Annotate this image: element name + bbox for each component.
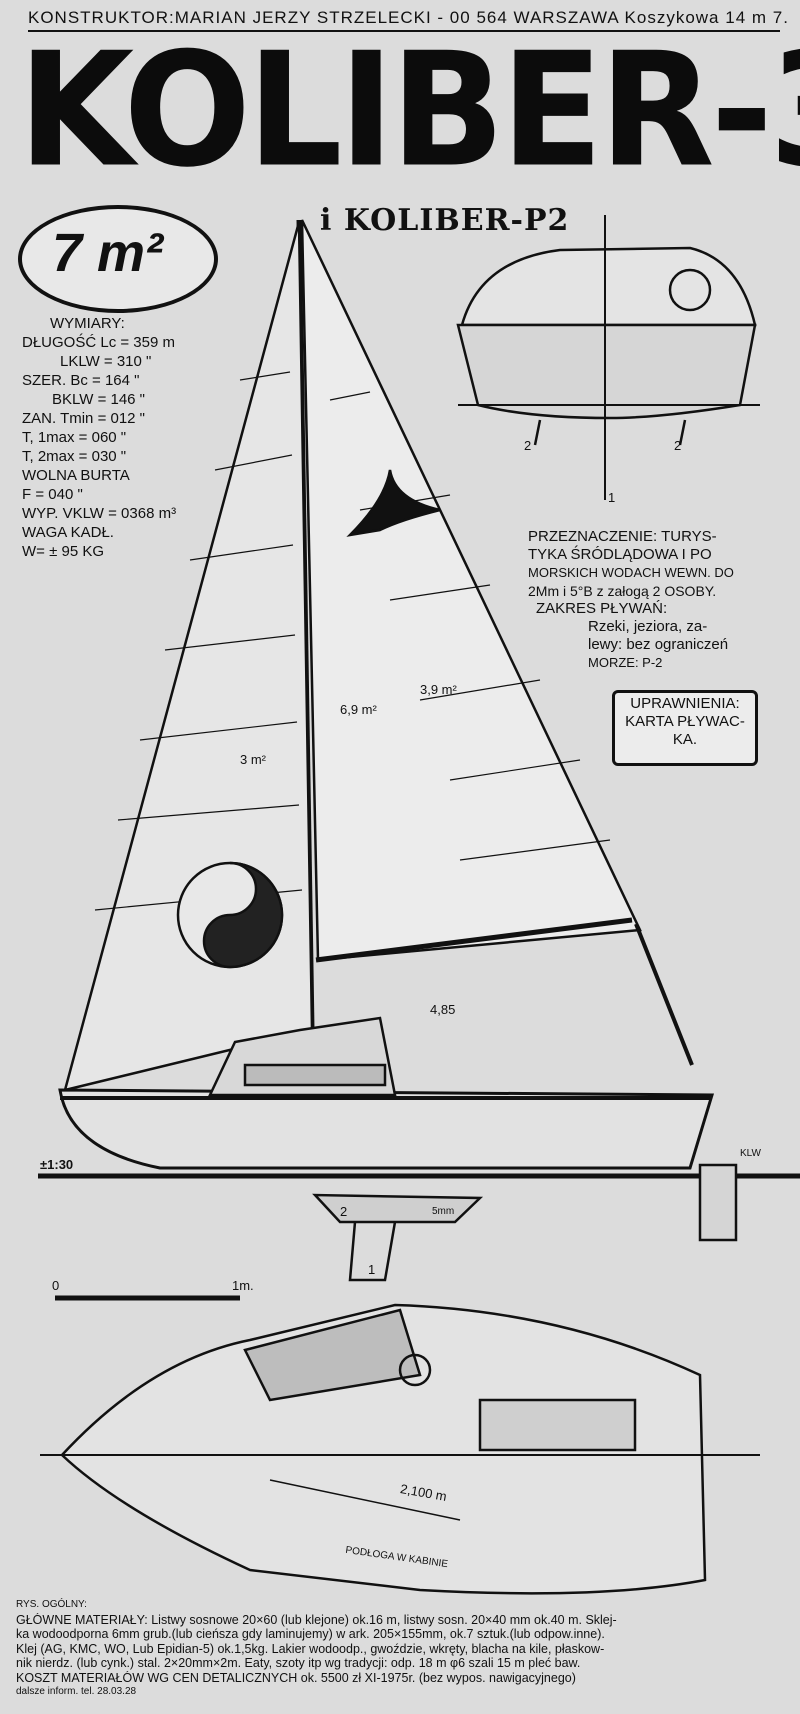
footer-line: nik nierdz. (lub cynk.) stal. 2×20mm×2m.… — [16, 1656, 581, 1670]
dimensions-heading: WYMIARY: — [50, 315, 125, 332]
dimension-row: F = 040 " — [22, 486, 83, 503]
boom-length-label: 4,85 — [430, 1002, 456, 1017]
dimension-row: LKLW = 310 " — [60, 353, 152, 370]
purpose-block: PRZEZNACZENIE: TURYS- TYKA ŚRÓDLĄDOWA I … — [528, 528, 778, 672]
section-mark-left: 2 — [524, 438, 532, 453]
section-porthole — [668, 268, 712, 312]
dimension-row: WAGA KADŁ. — [22, 524, 114, 541]
deck-plan-hatch — [243, 1308, 422, 1402]
purpose-line: MORSKICH WODACH WEWN. DO — [528, 565, 734, 580]
permit-line: KA. — [672, 731, 698, 748]
purpose-line: lewy: bez ograniczeń — [588, 636, 729, 653]
page-title: KOLIBER-350 — [18, 19, 800, 203]
dimension-row: ZAN. Tmin = 012 " — [22, 410, 146, 427]
purpose-line: PRZEZNACZENIE: TURYS- — [528, 528, 717, 545]
constructor-line: KONSTRUKTOR:MARIAN JERZY STRZELECKI - 00… — [28, 8, 788, 32]
keel-mark-2: 2 — [340, 1204, 348, 1219]
purpose-line: ZAKRES PŁYWAŃ: — [536, 600, 668, 617]
dimensions-block: WYMIARY: DŁUGOŚĆ Lc = 359 m LKLW = 310 "… — [22, 314, 222, 561]
purpose-line: Rzeki, jeziora, za- — [588, 618, 708, 635]
jib-sail-area-label: 3,9 m² — [420, 682, 457, 697]
dimension-row: SZER. Bc = 164 " — [22, 372, 140, 389]
dimension-row: DŁUGOŚĆ Lc = 359 m — [22, 334, 175, 351]
rudder — [698, 1163, 738, 1242]
dimension-row: WOLNA BURTA — [22, 467, 130, 484]
dimension-row: T, 1max = 060 " — [22, 429, 127, 446]
footer-line: Klej (AG, KMC, WO, Lub Epidian-5) ok.1,5… — [16, 1641, 605, 1656]
purpose-line: 2Mm i 5°B z załogą 2 OSOBY. — [528, 583, 717, 599]
keel-mark-1: 1 — [368, 1262, 376, 1277]
cabin-window — [243, 1063, 387, 1087]
permit-line: KARTA PŁYWAC- — [625, 713, 745, 730]
deck-plan-hull — [60, 1303, 707, 1595]
klw-label: KLW — [740, 1148, 761, 1159]
permit-box: UPRAWNIENIA: KARTA PŁYWAC- KA. — [612, 690, 758, 766]
keel-mm-label: 5mm — [432, 1206, 455, 1217]
vang — [634, 923, 694, 1066]
page-subtitle: i KOLIBER-P2 — [320, 203, 570, 238]
section-hull — [456, 323, 757, 420]
footer-line: GŁÓWNE MATERIAŁY: Listwy sosnowe 20×60 (… — [16, 1612, 617, 1627]
spinnaker-area-label: 3 m² — [240, 752, 266, 767]
footer-line: KOSZT MATERIAŁÓW WG CEN DETALICZNYCH ok.… — [16, 1670, 576, 1685]
dimension-row: T, 2max = 030 " — [22, 448, 127, 465]
section-cabin-top — [460, 246, 757, 327]
footer-line: dalsze inform. tel. 28.03.28 — [16, 1686, 137, 1697]
deck-plan-berth — [478, 1398, 637, 1452]
scale-zero-label: 0 — [52, 1278, 60, 1293]
dimension-row: BKLW = 146 " — [52, 391, 146, 408]
scale-one-label: 1m. — [232, 1278, 254, 1293]
footer-line: ka wodoodporna 6mm grub.(lub cieńsza gdy… — [16, 1627, 605, 1641]
section-mark-right: 2 — [674, 438, 682, 453]
materials-footer: RYS. OGÓLNY: GŁÓWNE MATERIAŁY: Listwy so… — [16, 1598, 790, 1700]
dimension-row: W= ± 95 KG — [22, 543, 105, 560]
centerboard — [348, 1221, 397, 1282]
section-mark-bottom: 1 — [608, 490, 616, 505]
boom — [315, 917, 633, 963]
bird-emblem — [346, 469, 441, 537]
footer-line: RYS. OGÓLNY: — [16, 1599, 87, 1610]
purpose-line: MORZE: P-2 — [588, 655, 663, 670]
sail-area-badge — [18, 205, 218, 313]
sail-area-badge-text: 7 m² — [52, 223, 164, 283]
permit-line: UPRAWNIENIA: — [630, 695, 740, 712]
purpose-line: TYKA ŚRÓDLĄDOWA I PO — [528, 546, 712, 563]
hull — [58, 1088, 715, 1170]
main-sail-area-label: 6,9 m² — [340, 702, 377, 717]
keel — [312, 1193, 484, 1224]
waterline-scale-label: ±1:30 — [40, 1157, 74, 1172]
deck-plan-porthole — [398, 1353, 432, 1387]
mainsail — [300, 219, 642, 962]
dimension-row: WYP. VKLW = 0368 m³ — [22, 505, 177, 522]
